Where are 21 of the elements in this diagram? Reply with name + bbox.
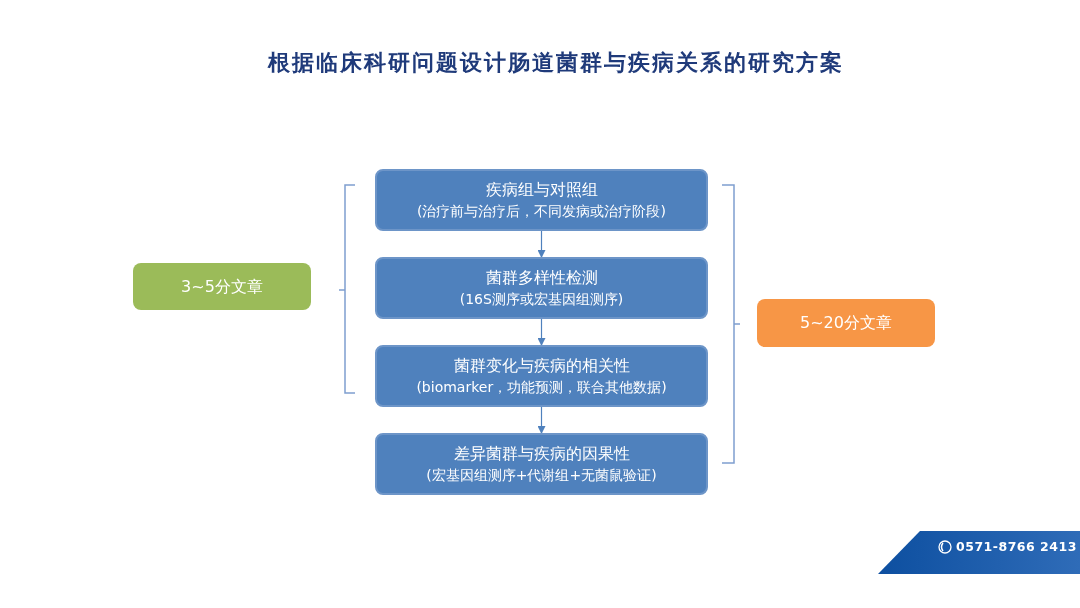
process-box [375, 345, 708, 407]
box-heading: 差异菌群与疾病的因果性 [453, 443, 630, 465]
box-subtext: (治疗前与治疗后，不同发病或治疗阶段) [417, 202, 666, 221]
process-box [375, 433, 708, 495]
arrow [537, 230, 546, 258]
arrow [537, 318, 546, 346]
process-box [375, 169, 708, 231]
phone-number: 0571-8766 2413 [956, 539, 1077, 555]
box-subtext: (biomarker，功能预测，联合其他数据) [416, 378, 667, 397]
box-subtext: (16S测序或宏基因组测序) [459, 290, 624, 309]
score-box [757, 299, 935, 347]
box-heading: 疾病组与对照组 [485, 179, 598, 201]
box-subtext: (宏基因组测序+代谢组+无菌鼠验证) [426, 466, 657, 485]
box-heading: 5~20分文章 [800, 312, 892, 334]
box-heading: 3~5分文章 [181, 275, 263, 298]
score-box [133, 263, 311, 310]
box-heading: 菌群变化与疾病的相关性 [453, 355, 630, 377]
arrow [537, 406, 546, 434]
process-box [375, 257, 708, 319]
title: 根据临床科研问题设计肠道菌群与疾病关系的研究方案 [266, 48, 845, 77]
box-heading: 菌群多样性检测 [485, 267, 598, 289]
